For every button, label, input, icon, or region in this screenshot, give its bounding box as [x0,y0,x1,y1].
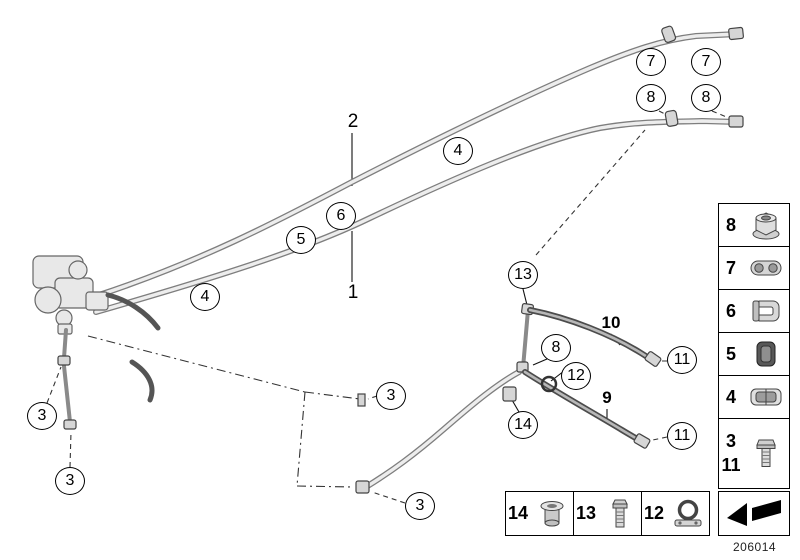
panel-item-8-label: 8 [725,214,736,235]
callout-11-a[interactable]: 11 [667,346,697,374]
callout-12[interactable]: 12 [561,362,591,390]
pump-hoses [105,292,161,403]
dashed-leader-lines [46,110,730,504]
legend-item-13[interactable]: 13 [573,491,642,536]
hose-10 [527,307,662,367]
screw-icon [743,436,789,472]
callout-8-b[interactable]: 8 [691,84,721,112]
callout-3-b[interactable]: 3 [27,402,57,430]
construction-lines [87,335,361,488]
callout-14[interactable]: 14 [508,411,538,439]
pipe-2 [93,31,741,299]
diagram-number: 206014 [733,540,777,554]
sleeve-bushing-icon [530,497,573,531]
panel-item-4[interactable]: 4 [718,375,790,419]
panel-item-6[interactable]: 6 [718,289,790,333]
label-9[interactable]: 9 [602,388,612,407]
panel-item-5[interactable]: 5 [718,332,790,376]
pipe-1 [93,117,741,315]
callout-7-a[interactable]: 7 [636,48,666,76]
panel-item-4-label: 4 [725,386,736,407]
direction-arrow-box [718,491,790,536]
panel-item-5-label: 5 [725,343,736,364]
hex-bolt-icon [598,497,641,531]
retaining-clip-icon [743,294,789,328]
hose-clamp-12-part [540,375,558,393]
callout-5[interactable]: 5 [286,226,316,254]
panel-item-7-label: 7 [725,257,736,278]
left-drop-pipe [57,328,77,430]
callout-7-b[interactable]: 7 [691,48,721,76]
direction-arrow-icon [725,494,783,533]
grommet-icon [743,251,789,285]
callout-4-a[interactable]: 4 [443,137,473,165]
return-line-lower [355,369,522,494]
callout-8-a[interactable]: 8 [636,84,666,112]
panel-item-3-label: 3 [725,431,736,451]
panel-item-6-label: 6 [725,300,736,321]
legend-item-14[interactable]: 14 [505,491,574,536]
panel-item-8[interactable]: 8 [718,203,790,247]
label-10[interactable]: 10 [601,313,621,332]
pipe-fittings [661,25,744,128]
panel-item-7[interactable]: 7 [718,246,790,290]
legend-item-12-label: 12 [643,503,665,523]
screw-3-part [357,393,366,407]
pump-assembly [32,255,109,335]
label-2[interactable]: 2 [347,111,359,132]
bushing-14-part [502,386,517,402]
legend-item-13-label: 13 [575,503,597,523]
label-1[interactable]: 1 [347,282,359,303]
legend-item-14-label: 14 [507,503,529,523]
callout-13[interactable]: 13 [508,261,538,289]
clamp-bracket-icon [743,380,789,414]
rubber-mount-icon [743,337,789,371]
junction-pipe [516,303,534,373]
callout-3-d[interactable]: 3 [405,492,435,520]
panel-item-3-11[interactable]: 3 11 [718,418,790,489]
hose-9 [522,369,651,449]
callout-6[interactable]: 6 [326,202,356,230]
callout-8-c[interactable]: 8 [541,334,571,362]
flange-nut-icon [743,208,789,242]
callout-4-b[interactable]: 4 [190,283,220,311]
panel-item-11-label: 11 [721,455,741,475]
callout-3-a[interactable]: 3 [376,382,406,410]
callout-11-b[interactable]: 11 [667,422,697,450]
hose-clamp-icon [666,497,709,531]
legend-item-12[interactable]: 12 [641,491,710,536]
callout-3-c[interactable]: 3 [55,467,85,495]
